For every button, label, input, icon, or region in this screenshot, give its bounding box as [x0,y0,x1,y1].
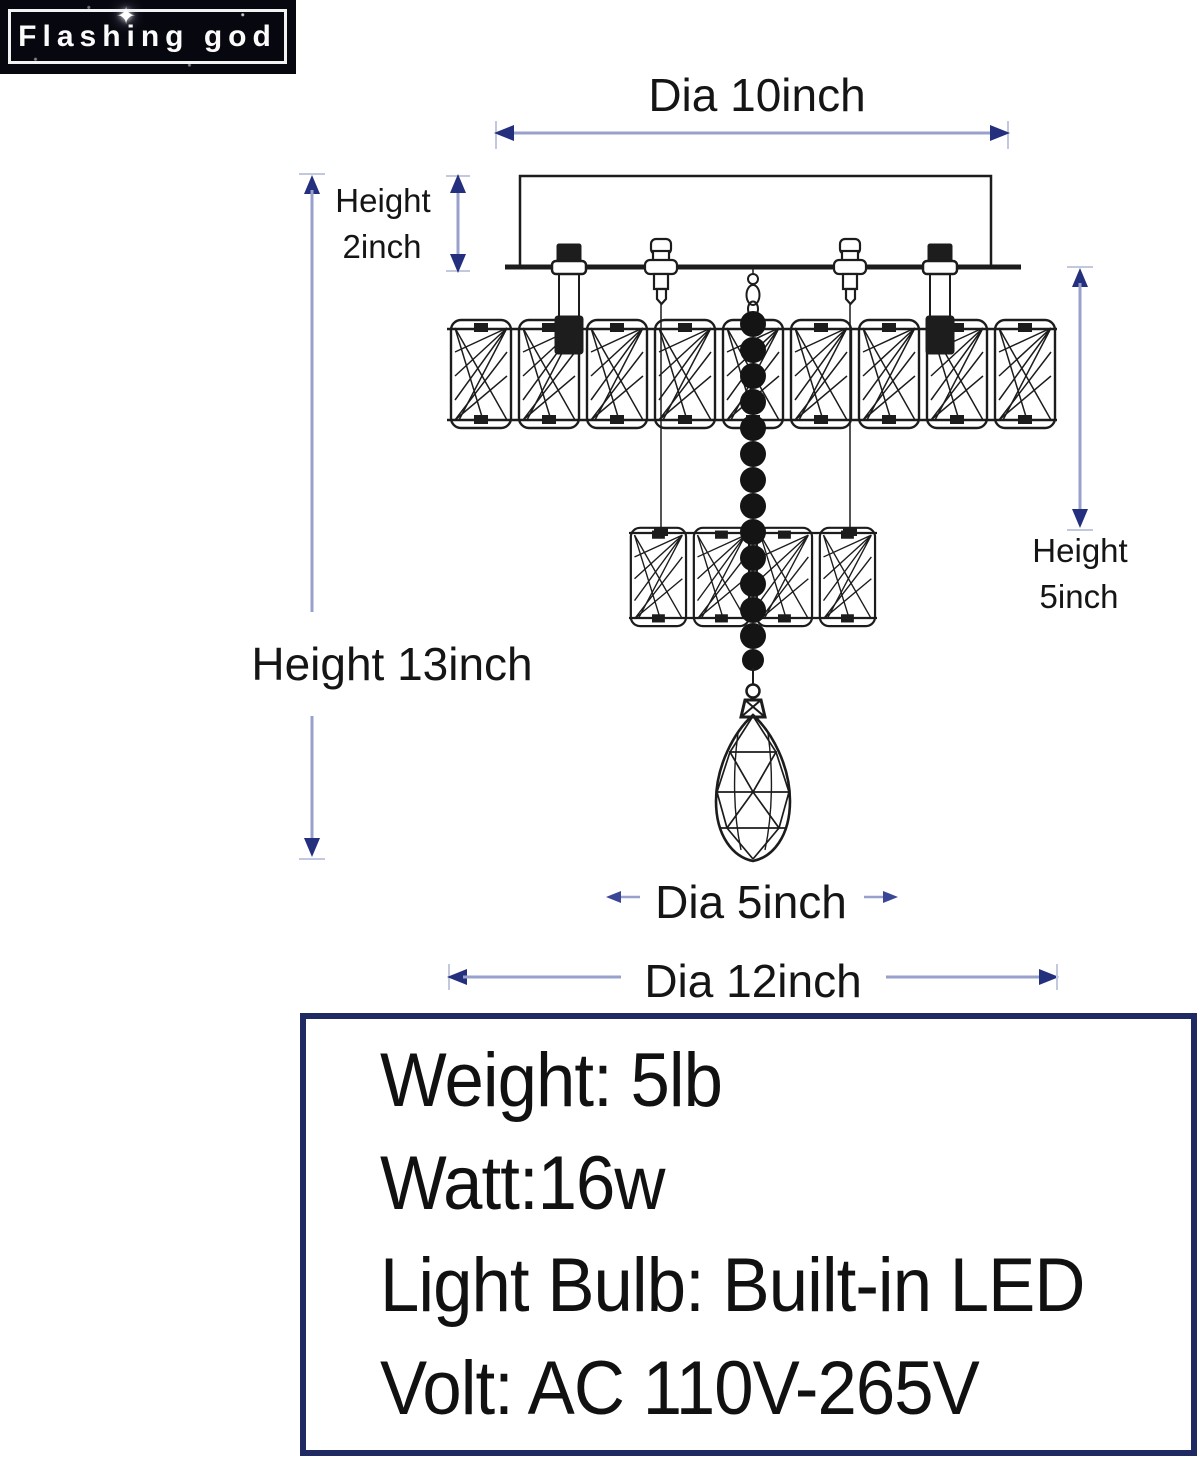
spec-line-watt: Watt:16w [380,1140,665,1226]
teardrop-body [714,713,792,863]
bead-chain [740,267,766,699]
dim-label-total-height: Height 13inch [251,638,533,690]
dim-label-dia-5inch: Dia 5inch [655,876,847,928]
spec-line-bulb: Light Bulb: Built-in LED [380,1243,1085,1329]
drop-ring [745,683,761,699]
dim-label-dia-12inch: Dia 12inch [644,955,862,1007]
rod-connector-left [555,316,583,354]
logo-frame: Flashing god [8,9,287,64]
dim-height-5inch-arrow [1067,266,1093,531]
spec-line-volt: Volt: AC 110V-265V [380,1346,980,1432]
dim-label-canopy-height-value: 2inch [342,228,422,265]
bolt-outline-left [643,237,679,529]
dim-dia-12inch-arrow [447,964,1059,990]
bolt-outline-right [832,237,868,529]
chain-link [745,284,761,306]
crystal-teardrop [714,698,792,863]
dim-dia-5inch-arrow [606,891,898,903]
rod-connector-right [926,316,954,354]
dim-height-13inch-arrow [299,173,325,860]
dimension-arrows [299,121,1093,990]
dim-label-dia-10inch: Dia 10inch [648,69,866,121]
rod-clip-right [843,527,857,536]
sparkle-icon: ✦ [116,3,137,30]
rod-clip-left [654,527,668,536]
dim-height-2inch-arrow [446,174,470,273]
spec-line-weight: Weight: 5lb [380,1037,723,1123]
canopy-body [518,174,993,269]
dim-label-body-height-word: Height [1032,532,1128,569]
spec-box: Weight: 5lb Watt:16w Light Bulb: Built-i… [300,1013,1197,1456]
logo-text: Flashing god [18,19,277,53]
dim-label-canopy-height-word: Height [335,182,431,219]
beads [740,311,766,671]
hook-ring [747,273,759,285]
brand-logo: Flashing god ✦ [0,0,296,74]
dim-dia-10inch-arrow [494,121,1010,149]
dim-label-body-height-value: 5inch [1039,578,1119,615]
chandelier-line-drawing [299,121,1093,990]
